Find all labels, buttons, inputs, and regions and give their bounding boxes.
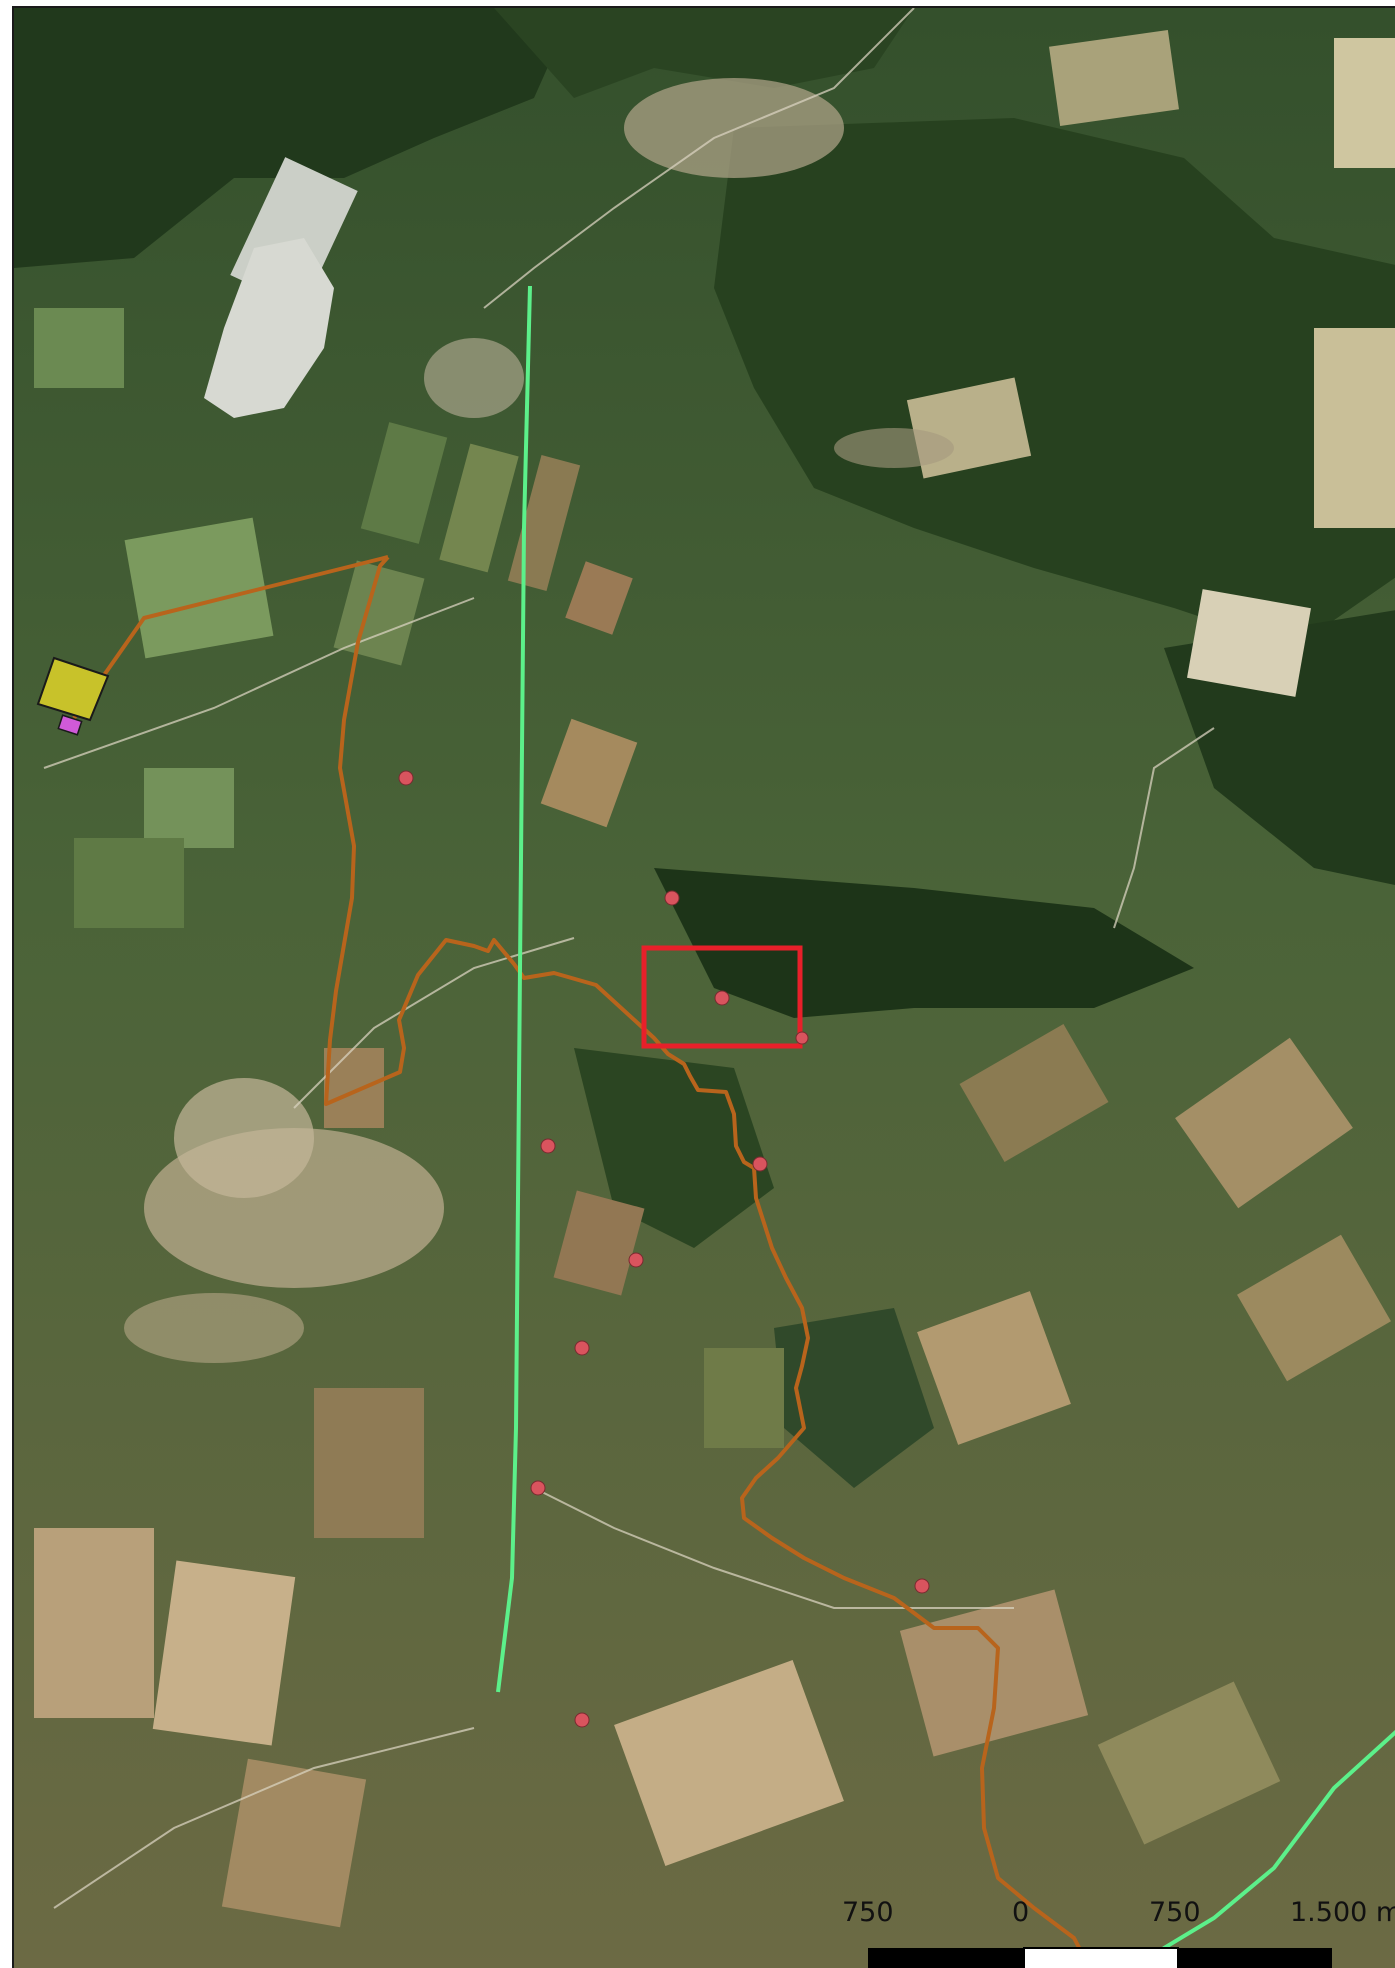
roads: [43, 8, 1215, 1909]
poi-marker: [664, 890, 680, 906]
green-line-main: [496, 285, 532, 1693]
poi-marker: [795, 1031, 809, 1045]
poi-marker: [752, 1156, 768, 1172]
scale-segment-white: [1023, 1947, 1179, 1968]
scale-label-750-right: 750: [1149, 1897, 1201, 1928]
scale-segment-black-1: [868, 1948, 1024, 1968]
town-areas: [124, 78, 954, 1363]
poi-marker: [574, 1340, 590, 1356]
yellow-polygon[interactable]: [36, 656, 110, 722]
highlight-box[interactable]: [641, 945, 803, 1049]
map-frame[interactable]: 750 0 750 1.500 m: [12, 6, 1395, 1968]
map-canvas[interactable]: 750 0 750 1.500 m: [14, 8, 1395, 1968]
scale-segment-black-2: [1178, 1948, 1332, 1968]
quarry: [204, 238, 334, 418]
field-patches: [34, 30, 1395, 1928]
poi-marker: [714, 990, 730, 1006]
forest-areas: [14, 8, 1395, 1488]
poi-marker: [628, 1252, 644, 1268]
magenta-polygon[interactable]: [57, 714, 83, 736]
poi-marker: [914, 1578, 930, 1594]
poi-marker: [540, 1138, 556, 1154]
scale-label-1500: 1.500 m: [1290, 1897, 1395, 1928]
scale-label-750-left: 750: [842, 1897, 894, 1928]
poi-marker: [398, 770, 414, 786]
poi-marker: [574, 1712, 590, 1728]
poi-marker: [530, 1480, 546, 1496]
scale-bar: 750 0 750 1.500 m: [842, 1897, 1395, 1968]
scale-label-0: 0: [1012, 1897, 1029, 1928]
